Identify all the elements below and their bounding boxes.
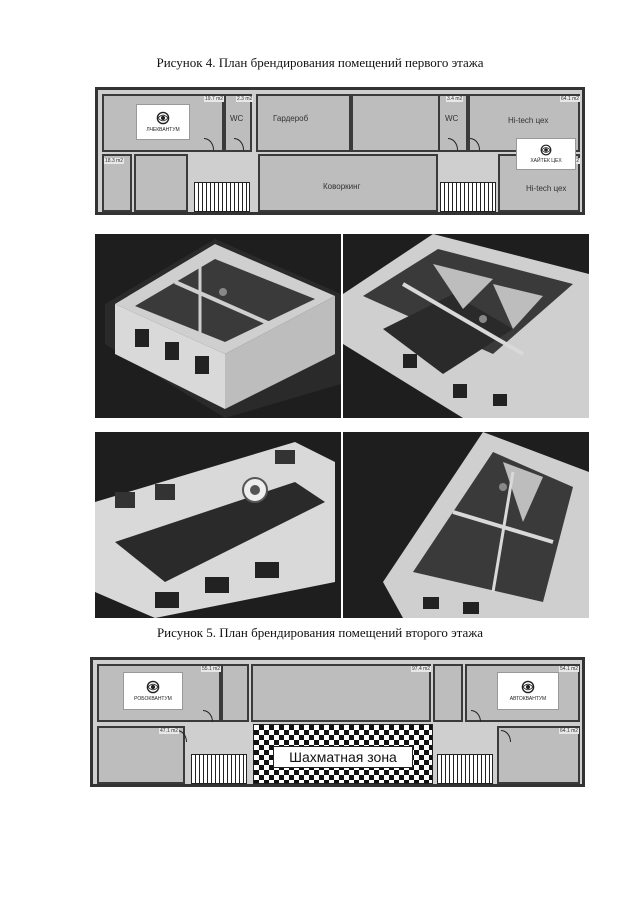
brand-logo-right: ХАЙТЕК ЦЕХ xyxy=(516,138,576,170)
kvantum-knot-icon xyxy=(521,680,535,694)
area-tag: 18.3 m2 xyxy=(104,158,125,164)
room-bottom-left xyxy=(97,726,185,784)
room-corridor-left xyxy=(134,154,188,212)
area-tag: 3.4 m2 xyxy=(446,96,464,102)
room-label-hitech-bottom: Hi-tech цех xyxy=(526,184,567,193)
room-label-hitech-top: Hi-tech цех xyxy=(508,116,549,125)
room-coworking xyxy=(258,154,438,212)
room-bottom-right xyxy=(497,726,580,784)
area-tag: 64.1 m2 xyxy=(559,728,580,734)
figure-5-caption: Рисунок 5. План брендирования помещений … xyxy=(156,625,484,640)
area-tag: 97.4 m2 xyxy=(411,666,432,672)
figure-4-caption: Рисунок 4. План брендирования помещений … xyxy=(156,55,484,70)
area-tag: 19.7 m2 xyxy=(204,96,225,102)
stairs-left xyxy=(191,754,247,784)
brand-logo-roboquantum: РОБОКВАНТУМ xyxy=(123,672,183,710)
second-floor-plan: Шахматная зона 55.1 m2 97.4 m2 54.1 m2 4… xyxy=(90,657,585,787)
room-narrow-right xyxy=(433,664,463,722)
room-label-wc-right: WC xyxy=(445,114,459,123)
render-photo-2 xyxy=(343,234,589,418)
room-label-wc-left: WC xyxy=(230,114,244,123)
stairs-right xyxy=(440,182,496,212)
room-narrow-left xyxy=(221,664,249,722)
brand-logo-right-text: ХАЙТЕК ЦЕХ xyxy=(530,158,562,164)
room-left-logo xyxy=(102,94,224,152)
render-photo-3 xyxy=(95,432,341,618)
room-center-top xyxy=(251,664,431,722)
room-label-coworking: Коворкинг xyxy=(323,182,361,191)
kvantum-knot-icon xyxy=(146,680,160,694)
room-wardrobe-a xyxy=(256,94,351,152)
kvantum-knot-icon xyxy=(540,144,552,156)
area-tag: 55.1 m2 xyxy=(201,666,222,672)
render-photo-1 xyxy=(95,234,341,418)
brand-logo-avtoquantum-text: АВТОКВАНТУМ xyxy=(509,696,547,702)
brand-logo-roboquantum-text: РОБОКВАНТУМ xyxy=(134,696,172,702)
brand-logo-left-text: ЛЧЕКВАНТУМ xyxy=(146,127,180,133)
chess-zone-label: Шахматная зона xyxy=(273,746,413,768)
room-label-wardrobe: Гардероб xyxy=(273,114,309,123)
stairs-left xyxy=(194,182,250,212)
brand-logo-left: ЛЧЕКВАНТУМ xyxy=(136,104,190,140)
first-floor-plan: WC Гардероб WC Hi-tech цех Коворкинг Hi-… xyxy=(95,87,585,215)
brand-logo-avtoquantum: АВТОКВАНТУМ xyxy=(497,672,559,710)
area-tag: 54.1 m2 xyxy=(559,666,580,672)
area-tag: 64.1 m2 xyxy=(560,96,581,102)
stairs-right xyxy=(437,754,493,784)
render-photo-4 xyxy=(343,432,589,618)
room-wardrobe-b xyxy=(351,94,441,152)
area-tag: 2.3 m2 xyxy=(236,96,254,102)
area-tag: 47.1 m2 xyxy=(159,728,180,734)
kvantum-knot-icon xyxy=(156,111,170,125)
